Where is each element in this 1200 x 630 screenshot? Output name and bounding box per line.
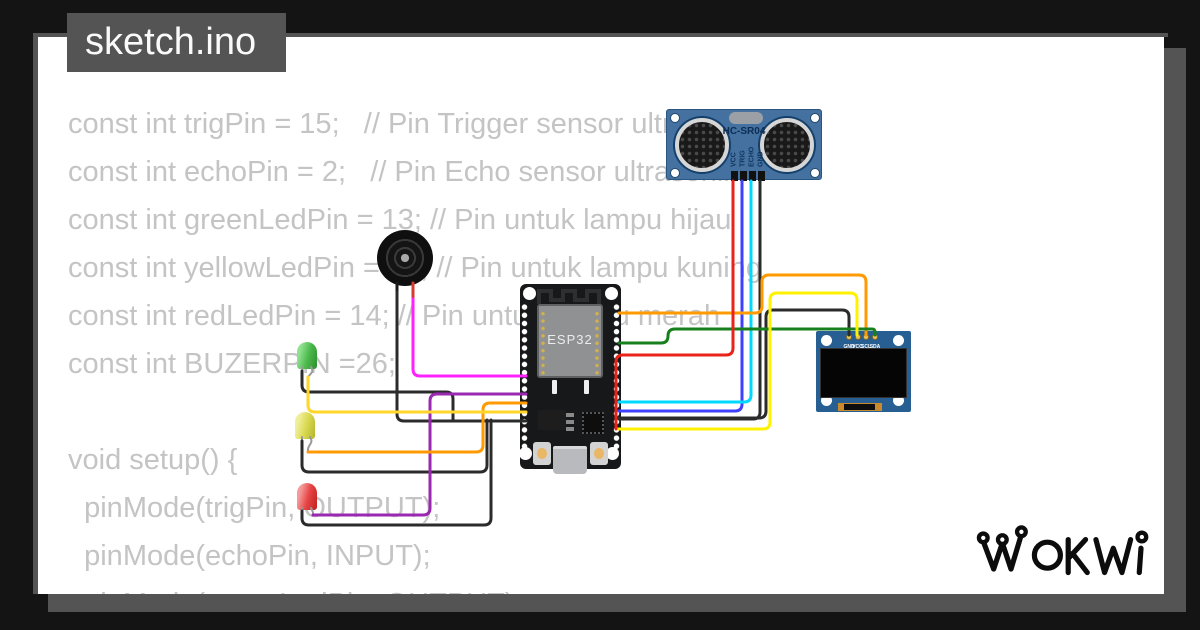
- crystal-oscillator: [729, 112, 763, 124]
- ultrasonic-transducer-right: [760, 118, 814, 172]
- panel-border-left: [33, 33, 38, 594]
- mounting-hole: [605, 287, 618, 300]
- oled-screen: [820, 348, 907, 398]
- panel-shadow-bottom: [48, 594, 1186, 612]
- regulator-leg: [566, 427, 574, 431]
- oled-display-ssd1306: [816, 331, 911, 412]
- code-line-6: const int BUZERPIN =26;: [68, 348, 396, 380]
- esp32-wroom-module: ESP32: [537, 304, 603, 378]
- code-line-8: void setup() {: [68, 444, 238, 476]
- module-pads: [540, 310, 546, 376]
- en-button: [533, 442, 551, 465]
- mounting-hole: [893, 335, 904, 346]
- hcsr04-pin-trig: [740, 171, 747, 181]
- oled-pin-scl: [863, 334, 869, 340]
- mounting-hole: [523, 287, 536, 300]
- green-led: [297, 342, 317, 369]
- hcsr04-ultrasonic-sensor: HC-SR04: [666, 109, 822, 181]
- hcsr04-label: HC-SR04: [722, 126, 766, 137]
- wokwi-logo: [972, 524, 1154, 576]
- piezo-buzzer: [377, 230, 433, 286]
- boot-button: [590, 442, 608, 465]
- code-line-7: [68, 388, 762, 436]
- oled-pin-sda: [872, 334, 878, 340]
- oled-pin-gnd: [846, 334, 852, 340]
- mounting-hole: [821, 335, 832, 346]
- mounting-hole: [810, 168, 820, 178]
- esp32-pin-row-left: [520, 303, 529, 451]
- regulator-leg: [566, 420, 574, 424]
- usb-uart-chip: [582, 412, 604, 434]
- esp32-devkit-board: ESP32: [519, 284, 621, 474]
- code-line-11: pinMode(greenLedPin, OUTPUT);: [68, 580, 762, 594]
- capacitor: [552, 380, 557, 394]
- voltage-regulator: [538, 410, 566, 430]
- hcsr04-pin-vcc: [731, 171, 738, 181]
- mounting-hole: [670, 113, 680, 123]
- file-title: sketch.ino: [85, 21, 257, 63]
- oled-flex-connector: [838, 403, 882, 411]
- esp32-label: ESP32: [547, 332, 593, 347]
- regulator-leg: [566, 413, 574, 417]
- ultrasonic-transducer-left: [675, 118, 729, 172]
- red-led: [297, 483, 317, 510]
- mounting-hole: [810, 113, 820, 123]
- antenna-pattern-icon: [537, 289, 601, 304]
- code-line-2: const int echoPin = 2; // Pin Echo senso…: [68, 156, 738, 188]
- mounting-hole: [893, 395, 904, 406]
- hcsr04-pin-echo: [749, 171, 756, 181]
- code-line-9: pinMode(trigPin, OUTPUT);: [68, 492, 441, 524]
- usb-connector: [553, 446, 587, 474]
- esp32-pin-row-right: [612, 303, 621, 451]
- code-block: const int trigPin = 15; // Pin Trigger s…: [68, 100, 762, 594]
- hcsr04-pin-gnd: [758, 171, 765, 181]
- file-title-tab: sketch.ino: [67, 13, 286, 72]
- oled-pin-vcc: [854, 334, 861, 340]
- capacitor: [584, 380, 589, 394]
- wokwi-logo-icon: [976, 525, 1149, 576]
- panel-shadow-right: [1164, 48, 1186, 612]
- mounting-hole: [670, 168, 680, 178]
- panel-border-top: [33, 33, 1168, 37]
- code-line-10: pinMode(echoPin, INPUT);: [68, 540, 431, 572]
- yellow-led: [295, 412, 315, 439]
- code-line-1: const int trigPin = 15; // Pin Trigger s…: [68, 108, 756, 140]
- code-line-5: const int redLedPin = 14; // Pin untuk l…: [68, 300, 721, 332]
- module-pads: [594, 310, 600, 376]
